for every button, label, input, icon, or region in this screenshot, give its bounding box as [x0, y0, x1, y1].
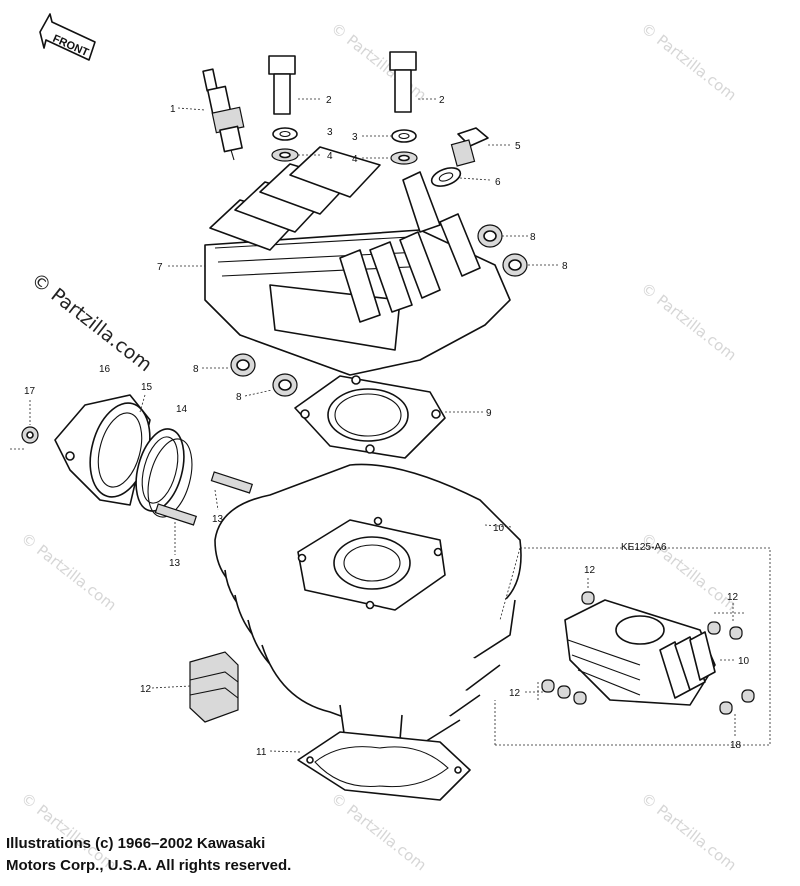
callout-12: 12 — [140, 684, 152, 695]
callout-8: 8 — [236, 392, 242, 403]
studs — [154, 471, 254, 526]
callout-3: 3 — [352, 132, 358, 143]
copyright-line-2: Motors Corp., U.S.A. All rights reserved… — [6, 857, 292, 874]
callout-2: 2 — [326, 95, 332, 106]
callout-17: 17 — [24, 386, 36, 397]
inset-callout-10: 10 — [738, 656, 750, 667]
inset-callout-12: 12 — [584, 565, 596, 576]
copyright-line-1: Illustrations (c) 1966–2002 Kawasaki — [6, 835, 266, 852]
copyright-notice: Illustrations (c) 1966–2002 Kawasaki Mot… — [6, 833, 291, 877]
callout-13: 13 — [169, 558, 181, 569]
intake-parts — [21, 394, 193, 518]
callout-14: 14 — [176, 404, 188, 415]
inset-callout-18: 18 — [730, 740, 742, 751]
cylinder — [214, 463, 522, 756]
callout-3: 3 — [327, 127, 333, 138]
callout-11: 11 — [256, 747, 267, 758]
inset-callout-12: 12 — [727, 592, 739, 603]
base-gasket — [297, 731, 471, 801]
leader-lines — [10, 98, 745, 753]
bolt-left — [268, 55, 296, 115]
watermark: © Partzilla.com — [18, 529, 120, 614]
dowel-block — [189, 651, 239, 723]
callout-5: 5 — [515, 141, 521, 152]
callout-8: 8 — [193, 364, 199, 375]
callout-4: 4 — [327, 151, 333, 162]
watermark: © Partzilla.com — [638, 19, 740, 104]
callout-1: 1 — [170, 104, 176, 115]
watermark: © Partzilla.com — [328, 789, 430, 874]
callout-13: 13 — [212, 514, 224, 525]
drain-plug — [430, 127, 489, 187]
rubber-dampers — [230, 224, 528, 397]
head-gasket — [294, 375, 446, 459]
watermark: © Partzilla.com — [638, 789, 740, 874]
watermark: © Partzilla.com — [638, 279, 740, 364]
inset-variant — [494, 547, 771, 746]
front-arrow: FRONT — [39, 13, 96, 61]
spark-plug — [202, 68, 245, 161]
callouts: 1 2 2 3 3 4 4 5 6 7 8 8 8 8 9 10 11 12 1… — [24, 95, 750, 758]
watermark-dark: © Partzilla.com — [27, 269, 156, 377]
callout-6: 6 — [495, 177, 501, 188]
callout-10: 10 — [493, 523, 505, 534]
callout-8: 8 — [562, 261, 568, 272]
callout-9: 9 — [486, 408, 492, 419]
callout-2: 2 — [439, 95, 445, 106]
callout-8: 8 — [530, 232, 536, 243]
callout-7: 7 — [157, 262, 163, 273]
callout-4: 4 — [352, 154, 358, 165]
inset-title: KE125-A6 — [621, 542, 667, 553]
callout-16: 16 — [99, 364, 111, 375]
inset-callout-12: 12 — [509, 688, 521, 699]
bolt-right — [389, 51, 417, 113]
callout-15: 15 — [141, 382, 153, 393]
washers — [271, 127, 418, 165]
cylinder-head — [204, 146, 511, 376]
